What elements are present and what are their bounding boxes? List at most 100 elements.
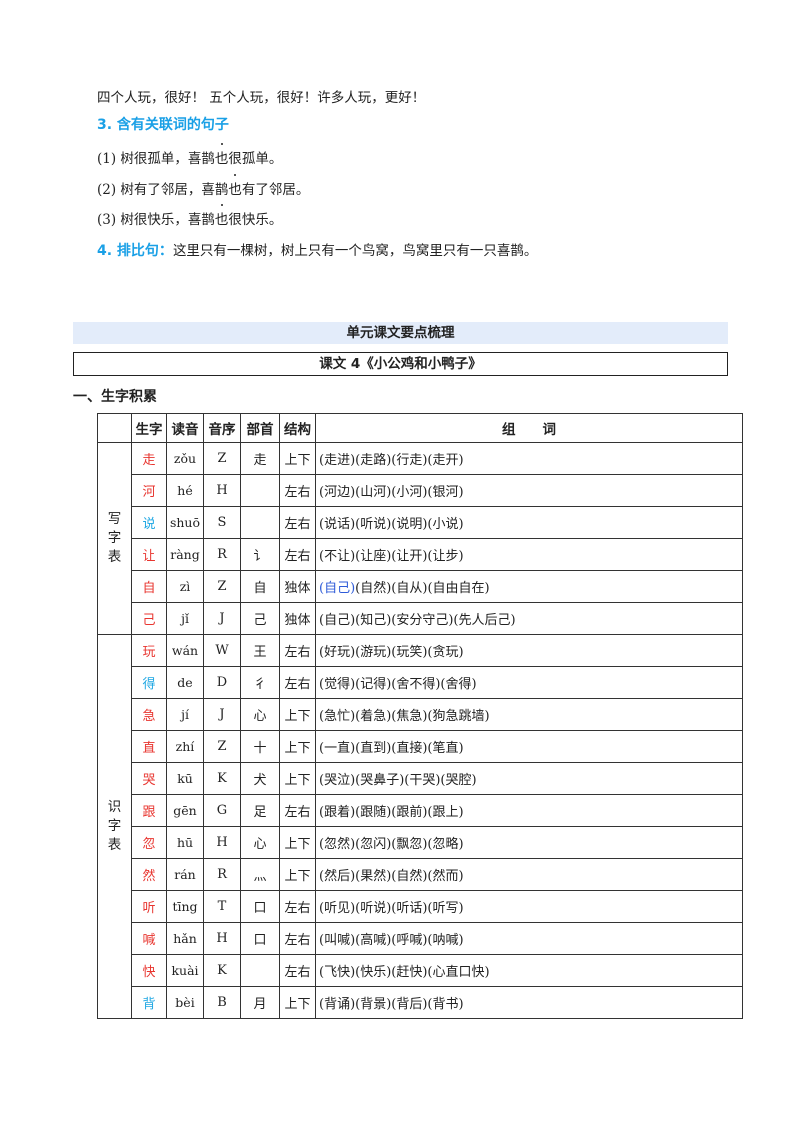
radical-cell: 灬 xyxy=(240,858,280,891)
pinyin-cell: tīng xyxy=(166,890,204,923)
sentence-text: (2) 树有了邻居，喜鹊 xyxy=(97,182,229,198)
words-cell: (好玩)(游玩)(玩笑)(贪玩) xyxy=(315,634,743,667)
words-cell: (说话)(听说)(说明)(小说) xyxy=(315,506,743,539)
sentence-2: (2) 树有了邻居，喜鹊也有了邻居。 xyxy=(97,178,309,198)
section4-heading: 4. 排比句： xyxy=(97,243,173,259)
radical-cell: 己 xyxy=(240,602,280,635)
words-text: (飞快)(快乐)(赶快)(心直口快) xyxy=(319,965,490,980)
char-cell: 让 xyxy=(131,538,167,571)
structure-cell: 上下 xyxy=(279,826,316,859)
section4: 4. 排比句：这里只有一棵树，树上只有一个鸟窝，鸟窝里只有一只喜鹊。 xyxy=(97,239,537,260)
radical-cell: 走 xyxy=(240,442,280,475)
pinyin-cell: bèi xyxy=(166,986,204,1019)
order-cell: D xyxy=(203,666,241,699)
radical-cell: 足 xyxy=(240,794,280,827)
char-cell: 说 xyxy=(131,506,167,539)
sentence-3: (3) 树很快乐，喜鹊也很快乐。 xyxy=(97,208,282,228)
words-cell: (背诵)(背景)(背后)(背书) xyxy=(315,986,743,1019)
pinyin-cell: kuài xyxy=(166,954,204,987)
radical-cell xyxy=(240,474,280,507)
words-cell: (然后)(果然)(自然)(然而) xyxy=(315,858,743,891)
group-label-text: 写字表 xyxy=(107,511,122,565)
sentence-text: 很孤单。 xyxy=(228,151,283,167)
words-text: (听见)(听说)(听话)(听写) xyxy=(319,901,464,916)
order-cell: Z xyxy=(203,570,241,603)
structure-cell: 独体 xyxy=(279,602,316,635)
order-cell: W xyxy=(203,634,241,667)
pinyin-cell: de xyxy=(166,666,204,699)
structure-cell: 上下 xyxy=(279,442,316,475)
char-cell: 河 xyxy=(131,474,167,507)
radical-cell: 心 xyxy=(240,826,280,859)
unit-band-title: 单元课文要点梳理 xyxy=(73,322,728,344)
words-text: (跟着)(跟随)(跟前)(跟上) xyxy=(319,805,464,820)
group-label: 识字表 xyxy=(97,634,132,1019)
order-cell: S xyxy=(203,506,241,539)
words-text: (自然)(自从)(自由自在) xyxy=(355,581,490,596)
char-cell: 走 xyxy=(131,442,167,475)
words-cell: (飞快)(快乐)(赶快)(心直口快) xyxy=(315,954,743,987)
words-cell: (忽然)(忽闪)(飘忽)(忽略) xyxy=(315,826,743,859)
pinyin-cell: jǐ xyxy=(166,602,204,635)
pinyin-cell: hǎn xyxy=(166,922,204,955)
pinyin-cell: kū xyxy=(166,762,204,795)
section3-heading: 3. 含有关联词的句子 xyxy=(97,117,229,133)
pinyin-cell: shuō xyxy=(166,506,204,539)
emphasis-char: 也 xyxy=(215,147,229,167)
char-cell: 忽 xyxy=(131,826,167,859)
words-text: (好玩)(游玩)(玩笑)(贪玩) xyxy=(319,645,464,660)
structure-cell: 左右 xyxy=(279,890,316,923)
structure-cell: 左右 xyxy=(279,794,316,827)
header-cell: 读音 xyxy=(166,413,204,443)
char-cell: 己 xyxy=(131,602,167,635)
sentence-text: (1) 树很孤单，喜鹊 xyxy=(97,151,215,167)
section-heading: 一、生字积累 xyxy=(73,389,157,405)
radical-cell: 彳 xyxy=(240,666,280,699)
order-cell: B xyxy=(203,986,241,1019)
sentence-text: 有了邻居。 xyxy=(241,182,310,198)
words-text: (河边)(山河)(小河)(银河) xyxy=(319,485,464,500)
words-cell: (自己)(知己)(安分守己)(先人后己) xyxy=(315,602,743,635)
order-cell: Z xyxy=(203,730,241,763)
header-cell: 音序 xyxy=(203,413,241,443)
structure-cell: 左右 xyxy=(279,666,316,699)
pinyin-cell: rán xyxy=(166,858,204,891)
sentence-1: (1) 树很孤单，喜鹊也很孤单。 xyxy=(97,147,282,167)
order-cell: G xyxy=(203,794,241,827)
header-cell: 组 词 xyxy=(315,413,743,443)
words-cell: (急忙)(着急)(焦急)(狗急跳墙) xyxy=(315,698,743,731)
words-cell: (跟着)(跟随)(跟前)(跟上) xyxy=(315,794,743,827)
words-text: (哭泣)(哭鼻子)(干哭)(哭腔) xyxy=(319,773,477,788)
pinyin-cell: hū xyxy=(166,826,204,859)
structure-cell: 左右 xyxy=(279,474,316,507)
structure-cell: 左右 xyxy=(279,506,316,539)
header-cell: 部首 xyxy=(240,413,280,443)
structure-cell: 左右 xyxy=(279,538,316,571)
words-text: (一直)(直到)(直接)(笔直) xyxy=(319,741,464,756)
words-cell: (听见)(听说)(听话)(听写) xyxy=(315,890,743,923)
char-cell: 急 xyxy=(131,698,167,731)
char-cell: 跟 xyxy=(131,794,167,827)
structure-cell: 上下 xyxy=(279,986,316,1019)
pinyin-cell: zǒu xyxy=(166,442,204,475)
words-cell: (叫喊)(高喊)(呼喊)(呐喊) xyxy=(315,922,743,955)
words-cell: (河边)(山河)(小河)(银河) xyxy=(315,474,743,507)
emphasis-char: 也 xyxy=(215,208,229,228)
order-cell: T xyxy=(203,890,241,923)
radical-cell: 口 xyxy=(240,922,280,955)
sentence-text: (3) 树很快乐，喜鹊 xyxy=(97,212,215,228)
char-cell: 喊 xyxy=(131,922,167,955)
order-cell: R xyxy=(203,858,241,891)
char-cell: 哭 xyxy=(131,762,167,795)
header-cell: 生字 xyxy=(131,413,167,443)
char-cell: 直 xyxy=(131,730,167,763)
char-cell: 然 xyxy=(131,858,167,891)
